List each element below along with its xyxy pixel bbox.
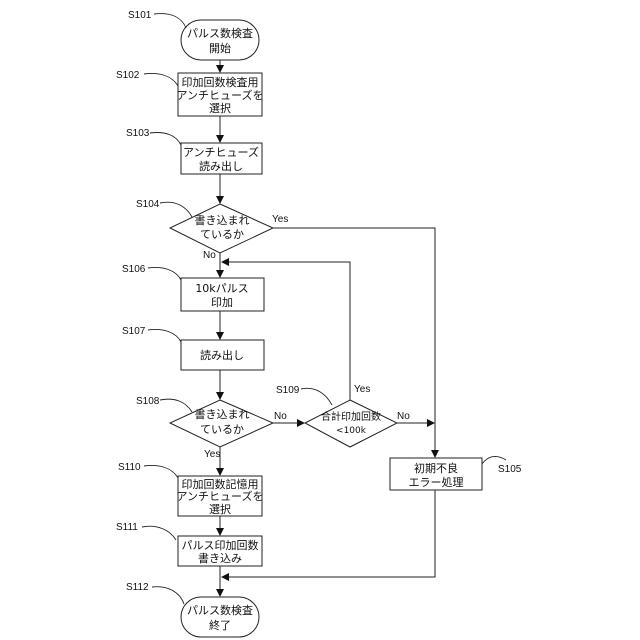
node-s102-line2: アンチヒューズを — [176, 88, 263, 102]
step-label-s110: S110 — [118, 462, 141, 473]
node-s106-line2: 印加 — [211, 296, 233, 309]
node-s102-line1: 印加回数検査用 — [182, 75, 259, 89]
node-s112-line2: 終了 — [209, 618, 231, 632]
node-s111-line2: 書き込み — [198, 551, 242, 565]
node-s101: パルス数検査 開始 — [181, 20, 259, 60]
node-s106-line1: 10kパルス — [195, 282, 248, 295]
node-s108: 書き込まれ ているか — [170, 400, 273, 447]
node-s111: パルス印加回数 書き込み — [178, 536, 262, 566]
node-s110: 印加回数記憶用 アンチヒューズを 選択 — [176, 476, 263, 516]
node-s110-line1: 印加回数記憶用 — [182, 477, 259, 491]
node-s103-line1: アンチヒューズ — [183, 145, 259, 159]
leader-line — [150, 133, 181, 146]
node-s112: パルス数検査 終了 — [181, 597, 259, 637]
node-s104-line2: ているか — [200, 228, 244, 241]
leader-line — [142, 526, 176, 540]
leader-line — [154, 14, 186, 28]
step-label-s107: S107 — [122, 326, 146, 337]
step-label-s111: S111 — [116, 522, 138, 533]
node-s103: アンチヒューズ 読み出し — [181, 143, 262, 174]
decision-diamond — [305, 400, 397, 447]
node-s107: 読み出し — [181, 340, 264, 370]
node-s107-line1: 読み出し — [200, 348, 244, 362]
step-label-s108: S108 — [136, 396, 160, 407]
leader-line — [160, 399, 192, 412]
step-label-s101: S101 — [128, 10, 152, 21]
leader-line — [144, 466, 178, 479]
node-s105: 初期不良 エラー処理 — [390, 458, 482, 490]
step-label-s112: S112 — [126, 582, 149, 593]
node-s106: 10kパルス 印加 — [181, 278, 264, 311]
node-s112-line1: パルス数検査 — [187, 603, 253, 617]
node-s105-line1: 初期不良 — [414, 461, 458, 475]
node-s101-line1: パルス数検査 — [187, 26, 253, 40]
leader-line — [152, 587, 184, 604]
branch-label-s108-yes: Yes — [204, 449, 220, 460]
step-label-s103: S103 — [126, 128, 150, 139]
node-s102-line3: 選択 — [209, 101, 231, 115]
leader-line — [148, 330, 181, 343]
node-s104-line1: 書き込まれ — [195, 213, 250, 227]
branch-label-s108-no: No — [274, 411, 287, 422]
step-label-s106: S106 — [122, 264, 146, 275]
node-s110-line3: 選択 — [209, 502, 231, 516]
leader-line — [144, 74, 178, 87]
node-s108-line2: ているか — [200, 423, 244, 436]
leader-line — [482, 457, 506, 464]
branch-label-s109-yes: Yes — [354, 384, 370, 395]
node-s111-line1: パルス印加回数 — [182, 539, 259, 552]
node-s101-line2: 開始 — [209, 41, 231, 55]
node-s104: 書き込まれ ているか — [170, 204, 273, 253]
node-s109: 合計印加回数 <100k — [305, 400, 397, 447]
node-s109-line1: 合計印加回数 — [321, 410, 381, 423]
leader-line — [301, 388, 332, 405]
node-s109-line2: <100k — [336, 426, 367, 436]
node-s108-line1: 書き込まれ — [195, 407, 250, 421]
branch-label-s104-no: No — [203, 250, 216, 261]
step-label-s105: S105 — [498, 464, 522, 475]
leader-line — [148, 268, 181, 281]
leader-line — [160, 202, 192, 217]
node-s110-line2: アンチヒューズを — [176, 489, 263, 503]
node-s103-line2: 読み出し — [199, 159, 243, 173]
node-s105-line2: エラー処理 — [409, 476, 464, 489]
step-label-s102: S102 — [116, 70, 140, 81]
branch-label-s109-no: No — [397, 411, 410, 422]
branch-label-s104-yes: Yes — [272, 214, 288, 225]
node-s102: 印加回数検査用 アンチヒューズを 選択 — [176, 73, 263, 116]
step-label-s104: S104 — [136, 199, 160, 210]
step-label-s109: S109 — [276, 385, 300, 396]
